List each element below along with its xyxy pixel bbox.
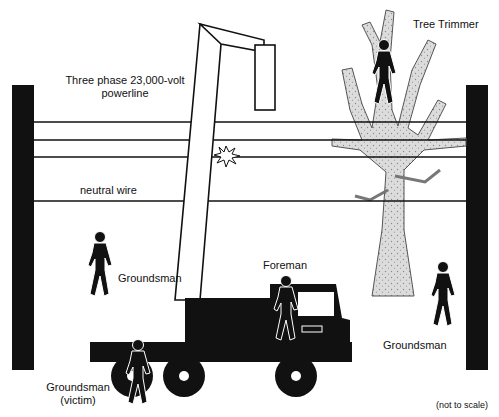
groundsman-figure xyxy=(431,262,455,327)
label-text: neutral wire xyxy=(80,184,137,197)
label-text: Three phase 23,000-volt powerline xyxy=(60,74,190,100)
label-text: Groundsman xyxy=(118,272,182,285)
tree-trimmer-figure xyxy=(372,40,396,105)
label-text: Tree Trimmer xyxy=(413,18,479,31)
arc-spark xyxy=(214,146,240,167)
label-text: (not to scale) xyxy=(436,399,488,412)
power-wires xyxy=(34,122,466,201)
tree xyxy=(332,10,466,296)
bucket-truck xyxy=(90,284,352,397)
utility-pole xyxy=(466,85,488,370)
aerial-boom xyxy=(175,24,275,300)
foreman-figure xyxy=(274,276,298,341)
victim-figure xyxy=(126,340,150,405)
tree-branch xyxy=(355,170,440,200)
utility-pole xyxy=(12,85,34,370)
groundsman-figure xyxy=(88,232,112,297)
label-text: Foreman xyxy=(263,259,307,272)
label-text: Groundsman (victim) xyxy=(33,381,123,407)
label-text: Groundsman xyxy=(383,339,447,352)
